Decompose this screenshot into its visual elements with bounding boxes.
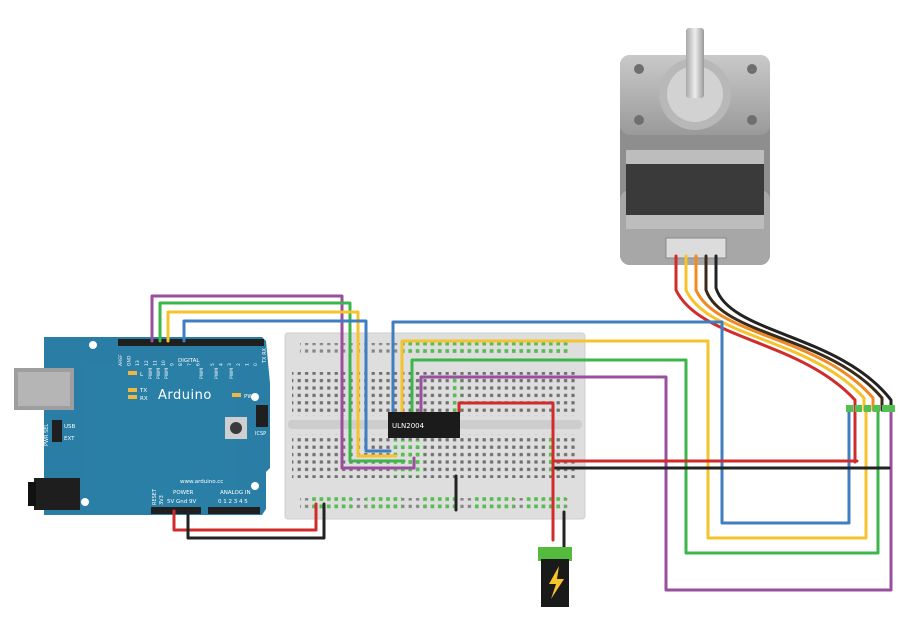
- header-pin-label: 11: [152, 360, 158, 366]
- header-pin-label: 8: [178, 363, 184, 366]
- svg-text:PWM: PWM: [164, 368, 170, 379]
- chip-label: ULN2004: [392, 422, 425, 430]
- header-pin-label: 0: [253, 363, 259, 366]
- header-pin-label: 13: [135, 360, 141, 366]
- uln2004-chip: ULN2004: [388, 412, 460, 438]
- header-pin-label: GND: [127, 355, 133, 366]
- analog-header: [208, 507, 260, 514]
- motor-connector-pins: [846, 405, 895, 412]
- motor-lead-black: [714, 254, 893, 412]
- ext-label: EXT: [64, 436, 75, 442]
- analog-label: ANALOG IN: [220, 490, 251, 496]
- power-header: [151, 507, 201, 514]
- svg-text:PWM: PWM: [214, 368, 220, 379]
- icsp-header: [256, 405, 268, 427]
- v33-label: 3V3: [159, 495, 165, 505]
- wire-yellow-out: [400, 339, 868, 540]
- wire-blue-pin8: [182, 319, 392, 453]
- wire-red-chip-vcc: [457, 401, 555, 542]
- wire-purple-out: [419, 375, 893, 592]
- led-pwr: [232, 393, 241, 397]
- reset-label: RESET: [152, 488, 158, 505]
- pwr-sel-label: PWR SEL: [44, 424, 50, 446]
- header-pin-label: 9: [170, 363, 176, 366]
- header-pin-label: 2: [236, 363, 242, 366]
- header-pin-label: 7: [187, 363, 193, 366]
- header-pin-label: 3: [227, 363, 233, 366]
- icsp-label: ICSP: [255, 431, 266, 437]
- motor-lead-yellow: [684, 254, 866, 412]
- header-pin-label: 10: [161, 360, 167, 366]
- wire-red-5v: [172, 502, 318, 532]
- power-label: POWER: [173, 490, 194, 496]
- board-brand: Arduino: [158, 388, 212, 403]
- txrx-label: TX RX: [262, 347, 268, 364]
- dc-power-jack-icon: [28, 478, 80, 510]
- svg-text:PWM: PWM: [148, 368, 154, 379]
- stepper-motor: [620, 28, 770, 265]
- wire-purple-pin11: [150, 294, 416, 470]
- arduino-board: Arduino www.arduino.cc DIGITAL L TX RX P…: [14, 337, 270, 515]
- wire-green-pin10: [158, 301, 406, 463]
- pwr-label: PWR: [244, 394, 257, 400]
- rx-label: RX: [140, 396, 148, 402]
- led-l: [128, 371, 137, 375]
- header-pin-label: 6: [195, 363, 201, 366]
- power-pins: 5V Gnd 9V: [167, 499, 196, 505]
- wires: [150, 254, 893, 592]
- board-url: www.arduino.cc: [180, 479, 223, 485]
- header-pin-label: 4: [219, 363, 225, 366]
- analog-pins: 0 1 2 3 4 5: [218, 499, 248, 505]
- breadboard: [284, 332, 586, 520]
- wire-green-out: [410, 358, 880, 555]
- led-rx: [128, 395, 137, 399]
- l-label: L: [140, 372, 144, 378]
- usb-label: USB: [64, 424, 76, 430]
- reset-button-icon[interactable]: [225, 417, 247, 439]
- led-tx: [128, 388, 137, 392]
- pwm-labels: PWM PWM PWM PWM PWM PWM: [148, 368, 235, 379]
- dc-jack: [538, 547, 572, 607]
- header-pin-label: 12: [144, 360, 150, 366]
- motor-lead-red: [674, 254, 857, 464]
- wire-black-gnd: [186, 502, 326, 540]
- svg-text:PWM: PWM: [229, 368, 235, 379]
- pwr-sel-jumper[interactable]: [52, 420, 62, 442]
- wire-yellow-pin9: [166, 310, 398, 458]
- lightning-bolt-icon: [549, 566, 564, 599]
- motor-lead-dark: [704, 254, 884, 412]
- usb-port-icon: [14, 368, 74, 410]
- wire-blue-out: [391, 320, 851, 525]
- motor-shaft: [686, 28, 704, 98]
- header-pin-label: 1: [244, 363, 250, 366]
- svg-text:PWM: PWM: [199, 368, 205, 379]
- digital-label: DIGITAL: [178, 358, 200, 364]
- header-pin-label: AREF: [118, 354, 124, 366]
- motor-lead-orange: [694, 254, 875, 412]
- tx-label: TX: [139, 388, 147, 394]
- svg-text:PWM: PWM: [156, 368, 162, 379]
- digital-header: [118, 339, 264, 346]
- header-pin-label: 5: [210, 363, 216, 366]
